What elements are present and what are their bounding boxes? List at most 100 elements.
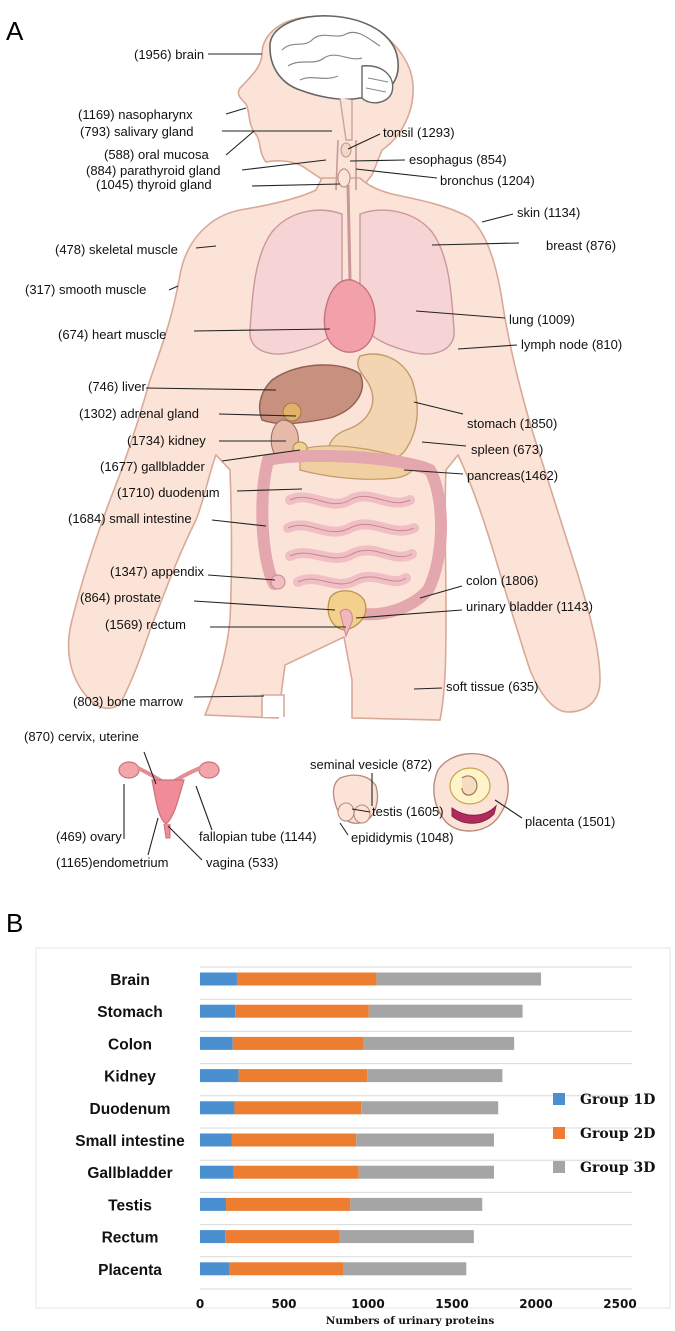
pelvic-organs	[327, 590, 367, 638]
organ-label: stomach (1850)	[467, 416, 557, 431]
organ-label: (1710) duodenum	[117, 485, 220, 500]
female-reproductive-illustration	[118, 761, 220, 839]
leader-line	[351, 808, 371, 813]
organ-label: placenta (1501)	[525, 814, 615, 829]
intestines-illustration	[256, 449, 447, 621]
x-tick-label: 1000	[351, 1297, 384, 1311]
leader-line	[168, 285, 179, 291]
leader-line	[193, 695, 265, 698]
organ-label: (1956) brain	[134, 47, 204, 62]
leader-line	[251, 183, 341, 187]
organ-label: tonsil (1293)	[383, 125, 455, 140]
leader-line	[421, 441, 467, 447]
bar-segment	[229, 1262, 344, 1276]
organ-label: lung (1009)	[509, 312, 575, 327]
organ-label: urinary bladder (1143)	[466, 599, 593, 614]
legend-swatch	[553, 1093, 565, 1105]
leader-line	[413, 687, 443, 690]
organ-label: colon (1806)	[466, 573, 538, 588]
bar-segment	[200, 1069, 239, 1083]
leader-line	[481, 213, 514, 223]
bar-segment	[200, 1197, 227, 1211]
category-label: Duodenum	[90, 1101, 171, 1118]
brain-illustration	[269, 15, 399, 141]
legend-label: Group 3D	[580, 1160, 655, 1176]
legend-label: Group 2D	[580, 1126, 655, 1142]
organ-label: (1165)endometrium	[56, 855, 168, 870]
organ-label: (1169) nasopharynx	[78, 107, 193, 122]
organ-label: breast (876)	[546, 238, 616, 253]
bar-segment	[233, 1165, 359, 1179]
legend-swatch	[553, 1127, 565, 1139]
bar-segment	[368, 1004, 523, 1018]
bar-segment	[225, 1230, 340, 1244]
leader-line	[355, 168, 438, 179]
organ-label: (317) smooth muscle	[25, 282, 146, 297]
bar-segment	[234, 1101, 362, 1115]
bar-segment	[200, 1165, 234, 1179]
panel-label-b: B	[6, 908, 23, 938]
bar-segment	[235, 1004, 369, 1018]
organ-label: (884) parathyroid gland	[86, 163, 220, 178]
bar-segment	[356, 1133, 494, 1147]
placenta-illustration	[433, 752, 509, 832]
bar-segment	[200, 1036, 233, 1050]
neck-organs	[335, 139, 357, 281]
category-label: Brain	[110, 972, 150, 989]
organ-label: (588) oral mucosa	[104, 147, 210, 162]
bar-segment	[358, 1165, 494, 1179]
bar-segment	[343, 1262, 467, 1276]
bar-segment	[200, 1230, 226, 1244]
organ-label: (478) skeletal muscle	[55, 242, 178, 257]
leader-line	[349, 159, 406, 162]
leader-line	[193, 328, 331, 332]
organ-label: soft tissue (635)	[446, 679, 539, 694]
organ-label: fallopian tube (1144)	[199, 829, 317, 844]
organ-label: (1569) rectum	[105, 617, 186, 632]
leader-line	[457, 344, 518, 350]
category-label: Stomach	[97, 1004, 162, 1021]
leader-line	[431, 242, 520, 246]
leader-line	[347, 133, 381, 150]
organ-label: (1684) small intestine	[68, 511, 192, 526]
legend-swatch	[553, 1161, 565, 1173]
organ-label: (469) ovary	[56, 829, 122, 844]
leader-line	[494, 799, 523, 819]
legend-label: Group 1D	[580, 1092, 655, 1108]
leader-line	[145, 387, 277, 391]
organ-label: (674) heart muscle	[58, 327, 166, 342]
category-label: Rectum	[102, 1230, 159, 1247]
leader-line	[143, 751, 157, 785]
bar-segment	[232, 1036, 364, 1050]
organ-label: (746) liver	[88, 379, 146, 394]
x-tick-label: 1500	[435, 1297, 468, 1311]
organ-label: (803) bone marrow	[73, 694, 183, 709]
category-label: Testis	[108, 1197, 152, 1214]
bar-segment	[376, 972, 542, 986]
bar-segment	[339, 1230, 474, 1244]
bar-segment	[200, 1133, 232, 1147]
organ-label: (1347) appendix	[110, 564, 204, 579]
bar-segment	[226, 1197, 351, 1211]
category-label: Gallbladder	[87, 1165, 172, 1182]
organ-label: (1302) adrenal gland	[79, 406, 199, 421]
organ-label: (870) cervix, uterine	[24, 729, 139, 744]
leader-line	[225, 107, 247, 115]
leader-line	[339, 822, 349, 836]
bar-segment	[200, 1004, 236, 1018]
leader-line	[236, 488, 303, 492]
heart-illustration	[323, 279, 376, 353]
category-label: Kidney	[104, 1069, 156, 1086]
leader-line	[195, 785, 213, 831]
bar-segment	[238, 1069, 368, 1083]
x-axis-title: Numbers of urinary proteins	[326, 1315, 495, 1327]
leader-line	[147, 817, 159, 856]
category-label: Colon	[108, 1036, 152, 1053]
bar-segment	[367, 1069, 503, 1083]
chart-legend: Group 1D Group 2D Group 3D	[553, 1092, 655, 1176]
leader-line	[403, 469, 464, 475]
male-reproductive-illustration	[332, 774, 379, 824]
organ-label: (1734) kidney	[127, 433, 206, 448]
bar-segment	[236, 972, 377, 986]
